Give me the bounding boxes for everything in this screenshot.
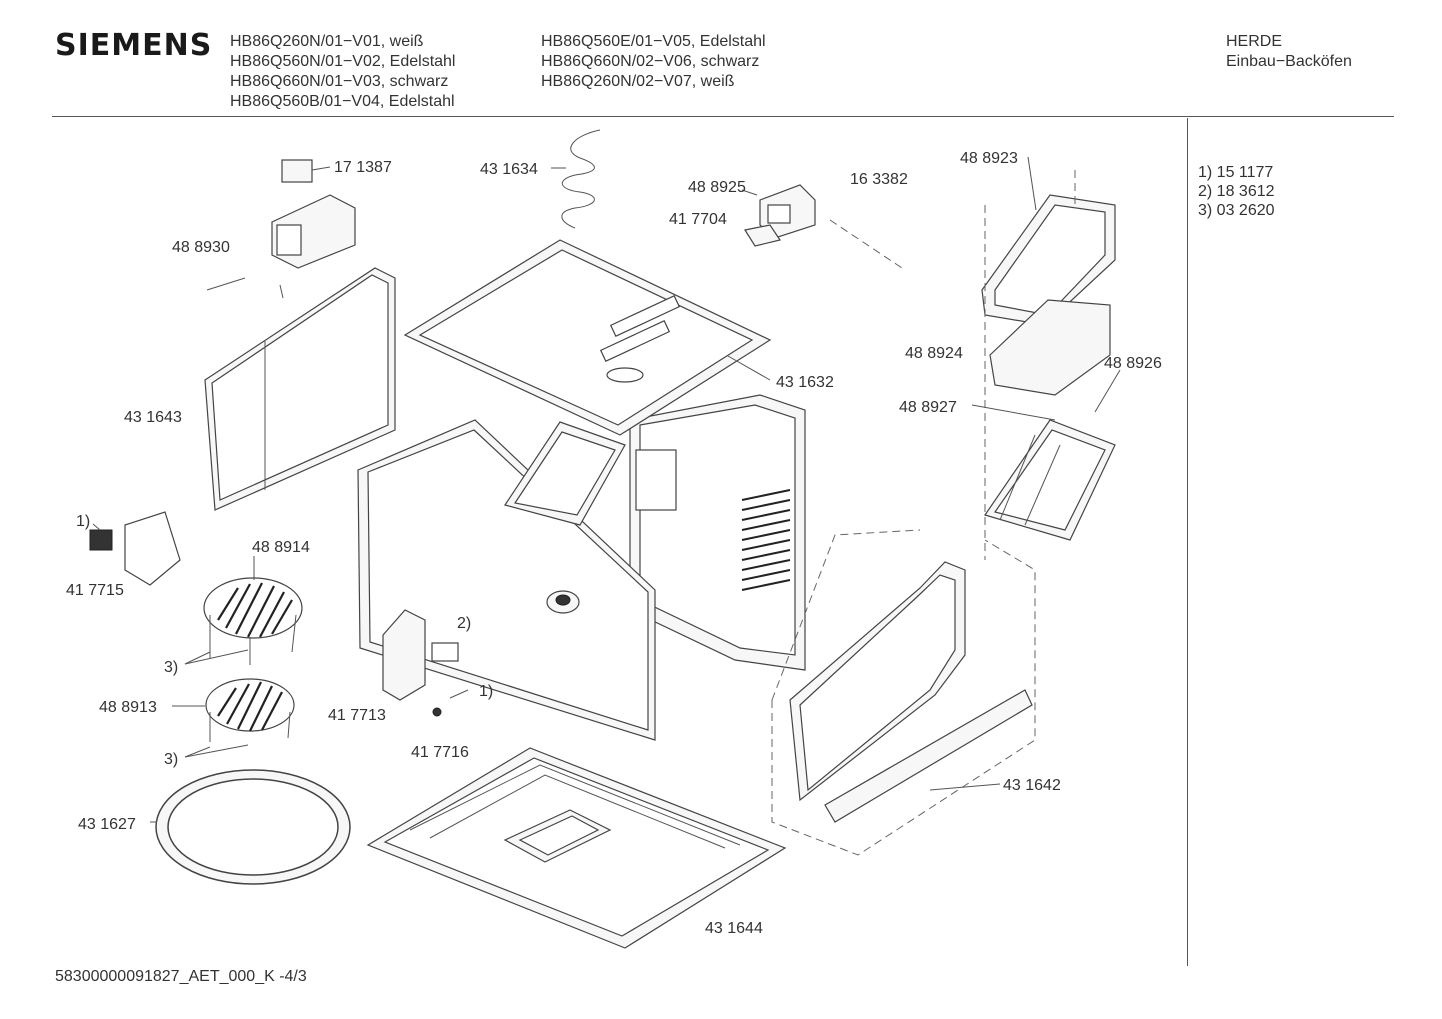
part-label: 41 7715: [66, 582, 124, 599]
model-list-2: HB86Q560E/01−V05, Edelstahl HB86Q660N/02…: [541, 32, 766, 92]
part-label: 43 1644: [705, 920, 763, 937]
part-label: 2): [457, 615, 471, 632]
notes-divider: [1187, 118, 1188, 966]
brand-logo: SIEMENS: [55, 28, 213, 63]
part-label: 48 8913: [99, 699, 157, 716]
part-label: 43 1627: [78, 816, 136, 833]
category: HERDE: [1226, 33, 1283, 50]
part-label: 3): [164, 659, 178, 676]
round-rack-large: [203, 577, 303, 665]
part-label: 48 8926: [1104, 355, 1162, 372]
notes-list: 1) 15 1177 2) 18 3612 3) 03 2620: [1198, 163, 1275, 220]
part-label: 43 1642: [1003, 777, 1061, 794]
part-labels: 17 1387 48 8930 43 1634 48 8925 16 3382 …: [66, 150, 1162, 937]
round-rack-small: [205, 678, 295, 742]
model-line: HB86Q560E/01−V05, Edelstahl: [541, 33, 766, 50]
part-label: 3): [164, 751, 178, 768]
model-line: HB86Q660N/02−V06, schwarz: [541, 53, 760, 70]
bottom-pan: [366, 747, 787, 949]
heating-element-top: [561, 129, 601, 229]
oven-cavity: [629, 394, 806, 671]
part-label: 16 3382: [850, 171, 908, 188]
side-cover-right: [771, 529, 1036, 856]
subcategory: Einbau−Backöfen: [1226, 53, 1352, 70]
part-label: 41 7716: [411, 744, 469, 761]
control-module: [744, 184, 906, 271]
part-label: 48 8923: [960, 150, 1018, 167]
part-label: 1): [76, 513, 90, 530]
part-label: 43 1632: [776, 374, 834, 391]
note-item: 2) 18 3612: [1198, 183, 1275, 200]
header-divider: [52, 116, 1394, 117]
part-label: 43 1643: [124, 409, 182, 426]
part-label: 17 1387: [334, 159, 392, 176]
model-line: HB86Q260N/02−V07, weiß: [541, 73, 735, 90]
switch-component: [89, 511, 181, 586]
note-item: 3) 03 2620: [1198, 202, 1275, 219]
transformer: [206, 159, 356, 299]
part-label: 48 8927: [899, 399, 957, 416]
door-seal-ring: [155, 769, 351, 885]
side-panel-left: [204, 267, 396, 511]
model-line: HB86Q260N/01−V01, weiß: [230, 33, 424, 50]
part-label: 48 8930: [172, 239, 230, 256]
model-line: HB86Q560N/01−V02, Edelstahl: [230, 53, 456, 70]
document-footer: 58300000091827_AET_000_K -4/3: [55, 968, 307, 985]
note-item: 1) 15 1177: [1198, 164, 1274, 181]
top-plate: [403, 239, 772, 436]
part-label: 41 7704: [669, 211, 727, 228]
model-line: HB86Q660N/01−V03, schwarz: [230, 73, 449, 90]
heater-housing: [981, 170, 1116, 560]
part-label: 48 8925: [688, 179, 746, 196]
part-label: 41 7713: [328, 707, 386, 724]
bottom-heater: [971, 404, 1116, 541]
category-block: HERDE Einbau−Backöfen: [1226, 32, 1352, 72]
part-label: 48 8924: [905, 345, 963, 362]
fan-grille: [504, 421, 626, 526]
leader-lines: [92, 156, 1121, 823]
part-label: 1): [479, 683, 493, 700]
part-label: 48 8914: [252, 539, 310, 556]
model-list-1: HB86Q260N/01−V01, weiß HB86Q560N/01−V02,…: [230, 32, 455, 112]
part-label: 43 1634: [480, 161, 538, 178]
motor-bracket: [382, 609, 459, 717]
model-line: HB86Q560B/01−V04, Edelstahl: [230, 93, 455, 110]
